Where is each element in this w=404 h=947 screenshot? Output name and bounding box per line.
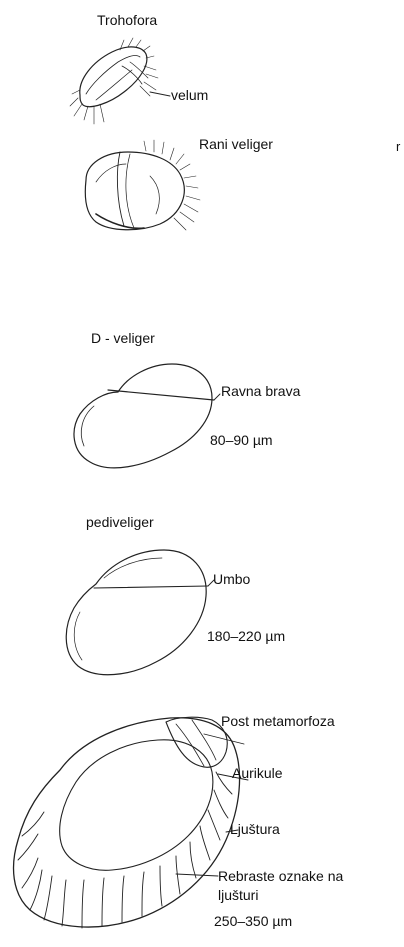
d-veliger-shell [74,364,220,468]
pediveliger-size: 180–220 µm [207,628,285,645]
stray-fragment: r [396,138,400,155]
post-metamorphosis-title: Post metamorfoza [221,713,335,730]
straight-hinge-label: Ravna brava [221,383,300,400]
post-metamorphosis-juvenile [14,717,248,928]
shell-label: Ljuštura [230,821,280,838]
d-veliger-size: 80–90 µm [210,432,273,449]
d-veliger-title: D - veliger [91,330,155,347]
trochophore-title: Trohofora [97,12,157,29]
trochophore-larva [70,38,170,124]
early-veliger-title: Rani veliger [199,136,273,153]
rib-markings-label-line1: Rebraste oznake na [218,868,343,885]
pediveliger-title: pediveliger [86,514,154,531]
velum-label: velum [171,87,208,104]
rib-markings-label-line2: ljušturi [218,887,258,904]
early-veliger-larva [85,140,200,230]
post-metamorphosis-size: 250–350 µm [214,913,292,930]
pediveliger-shell [66,550,214,675]
auricles-label: Aurikule [232,765,283,782]
umbo-label: Umbo [213,571,250,588]
